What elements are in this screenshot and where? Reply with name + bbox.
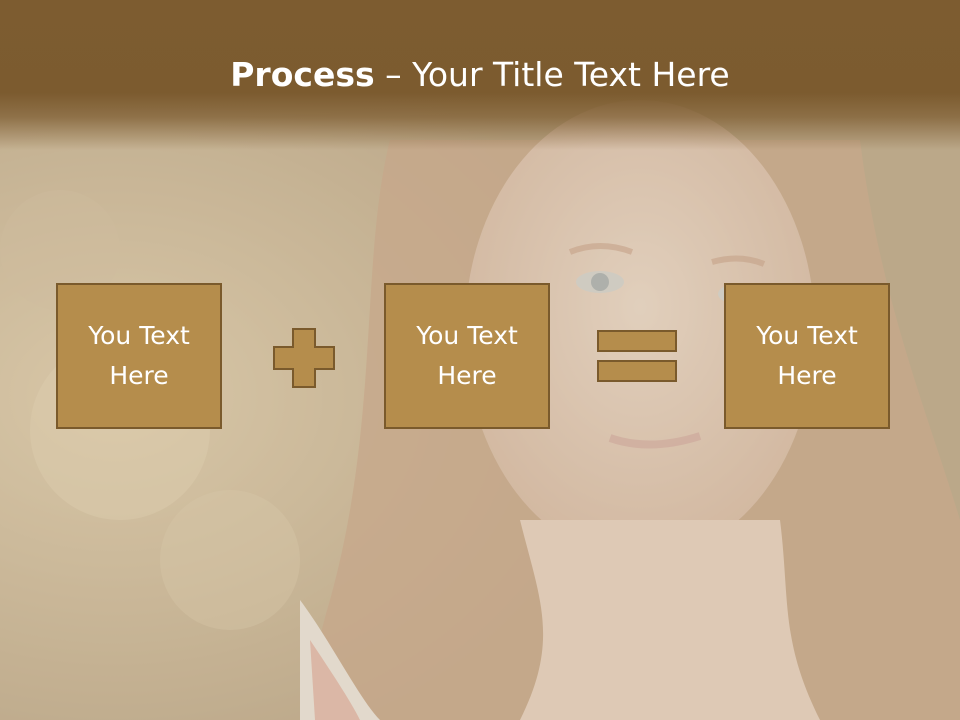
title-band xyxy=(0,0,960,150)
title-rest: – Your Title Text Here xyxy=(374,55,730,94)
process-box-1-label: You Text Here xyxy=(88,321,190,390)
process-box-2-label: You Text Here xyxy=(416,321,518,390)
plus-icon xyxy=(273,328,335,388)
title-bold: Process xyxy=(230,55,375,94)
process-box-2: You Text Here xyxy=(384,283,550,429)
slide-title: Process – Your Title Text Here xyxy=(0,52,960,98)
equals-icon xyxy=(597,330,677,382)
process-box-3: You Text Here xyxy=(724,283,890,429)
process-box-3-label: You Text Here xyxy=(756,321,858,390)
process-box-1: You Text Here xyxy=(56,283,222,429)
